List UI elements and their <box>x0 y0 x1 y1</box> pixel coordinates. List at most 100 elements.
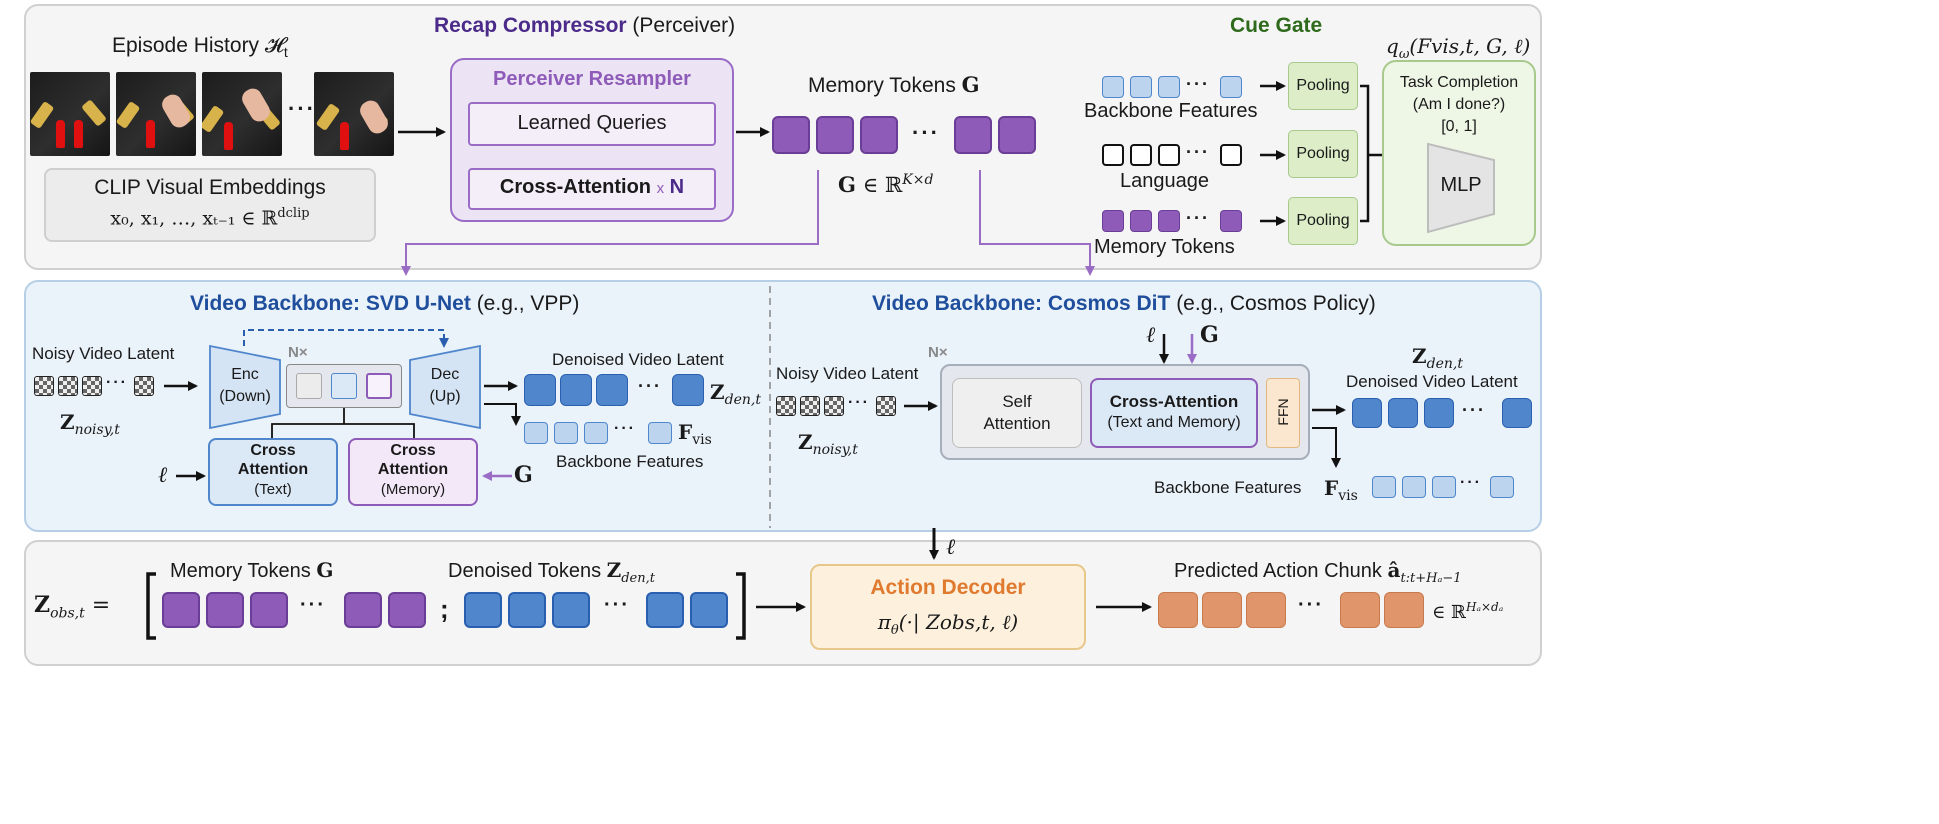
memory-tokens-title: Memory Tokens G <box>808 72 980 97</box>
language-token <box>1158 144 1180 166</box>
features-ellipsis: ··· <box>1460 474 1482 491</box>
language-input-unet: ℓ <box>158 463 168 488</box>
backbone-feature-token <box>554 422 578 444</box>
clip-embeddings-label: CLIP Visual Embeddings <box>94 176 326 199</box>
pooling-box-backbone <box>1288 62 1358 110</box>
dit-cross-line2: (Text and Memory) <box>1107 414 1241 431</box>
denoised-latent-token <box>1424 398 1454 428</box>
action-token <box>1340 592 1380 628</box>
noisy-latent-label: Noisy Video Latent <box>32 344 175 363</box>
memory-token-small <box>1102 210 1124 232</box>
pooling-label: Pooling <box>1296 212 1350 229</box>
right-bracket <box>736 572 746 640</box>
denoised-tokens-label: Denoised Tokens Zden,t <box>448 558 655 586</box>
history-frame-3 <box>202 72 282 156</box>
memory-ellipsis: ··· <box>912 120 940 145</box>
unet-block-gray <box>296 373 322 399</box>
denoised-latent-token <box>672 374 704 406</box>
noisy-latent-token <box>776 396 796 416</box>
noisy-latent-token <box>876 396 896 416</box>
features-ellipsis: ··· <box>614 420 636 437</box>
backbone-feature-token <box>1372 476 1396 498</box>
nx-label: N× <box>288 344 308 361</box>
memory-token <box>998 116 1036 154</box>
denoised-token <box>552 592 590 628</box>
mlp-label: MLP <box>1440 174 1482 196</box>
z-den-label-dit: Zden,t <box>1412 344 1463 372</box>
backbone-features-label: Backbone Features <box>1084 100 1258 122</box>
range-label: [0, 1] <box>1441 118 1477 135</box>
q-omega-formula: qω(Fvis,t, G, ℓ) <box>1386 34 1531 62</box>
memory-input-unet: G <box>514 462 533 488</box>
action-space-formula: ∈ ℝHₐ×dₐ <box>1432 600 1504 623</box>
memory-formula: G ∈ ℝK×d <box>838 172 934 197</box>
pooling-box-language <box>1288 130 1358 178</box>
mlp-shape <box>1427 142 1495 234</box>
denoised-latent-label-dit: Denoised Video Latent <box>1346 372 1518 391</box>
language-input-decoder: ℓ <box>946 535 956 560</box>
f-vis-label: Fvis <box>678 420 712 448</box>
predicted-action-label: Predicted Action Chunk ât:t+Hₐ−1 <box>1174 558 1462 586</box>
memory-small-ellipsis: ··· <box>1186 208 1210 228</box>
memory-token-small <box>1220 210 1242 232</box>
encoder-label: Enc <box>231 366 259 383</box>
cross-attention-memory-box <box>348 438 478 506</box>
nx-label-dit: N× <box>928 344 948 361</box>
noisy-ellipsis: ··· <box>106 374 128 391</box>
cross-mem-line3: (Memory) <box>380 481 446 498</box>
enc-dec-shapes <box>209 344 481 430</box>
language-token <box>1102 144 1124 166</box>
history-frame-2 <box>116 72 196 156</box>
denoised-bottom-ellipsis: ··· <box>604 594 630 616</box>
decoder-shape <box>409 344 481 430</box>
action-token <box>1246 592 1286 628</box>
backbone-features-ellipsis: ··· <box>1186 74 1210 94</box>
dit-cross-attention-box <box>1090 378 1258 448</box>
unet-bracket <box>271 423 415 438</box>
cue-gate-title: Cue Gate <box>1230 14 1323 37</box>
backbone-features-unet-label: Backbone Features <box>556 452 704 471</box>
ffn-box <box>1266 378 1300 448</box>
denoised-latent-label: Denoised Video Latent <box>552 350 724 369</box>
dit-title: Video Backbone: Cosmos DiT (e.g., Cosmos… <box>872 292 1376 315</box>
self-attention-line2: Attention <box>983 414 1051 433</box>
memory-token <box>772 116 810 154</box>
memory-token <box>250 592 288 628</box>
f-vis-label-dit: Fvis <box>1324 476 1358 504</box>
memory-to-unet-line <box>401 170 819 276</box>
decoder-sublabel: (Up) <box>429 388 461 405</box>
language-ellipsis: ··· <box>1186 142 1210 162</box>
noisy-latent-token <box>82 376 102 396</box>
denoised-latent-token <box>1352 398 1382 428</box>
action-decoder-box <box>810 564 1086 650</box>
memory-to-dit-line <box>979 170 1095 276</box>
episode-history-label: Episode History 𝓗t <box>112 34 288 61</box>
dit-cross-line1: Cross-Attention <box>1109 392 1239 411</box>
history-frame-1 <box>30 72 110 156</box>
cross-mem-line2: Attention <box>377 461 449 478</box>
cross-attention-label: Cross-Attention x N <box>499 176 685 198</box>
z-den-label: Zden,t <box>710 380 761 408</box>
noisy-ellipsis: ··· <box>848 394 870 411</box>
language-token <box>1220 144 1242 166</box>
decoder-label: Dec <box>430 366 460 383</box>
denoised-latent-token <box>1502 398 1532 428</box>
pooling-merge-line <box>1360 84 1370 223</box>
language-token <box>1130 144 1152 166</box>
backbone-features-dit-label: Backbone Features <box>1154 478 1302 497</box>
backbone-feature-token <box>1102 76 1124 98</box>
noisy-latent-label-dit: Noisy Video Latent <box>776 364 919 383</box>
am-i-done-label: (Am I done?) <box>1412 96 1506 113</box>
backbone-feature-token <box>584 422 608 444</box>
separator-semicolon: ; <box>440 594 449 624</box>
z-obs-label: Zobs,t = <box>34 592 111 622</box>
noisy-latent-token <box>58 376 78 396</box>
skip-connection <box>243 329 449 348</box>
unet-title: Video Backbone: SVD U-Net (e.g., VPP) <box>190 292 580 315</box>
ffn-label: FFN <box>1275 398 1291 426</box>
language-input-dit: ℓ <box>1146 323 1156 348</box>
clip-formula: x₀, x₁, …, xₜ₋₁ ∈ ℝdclip <box>110 206 310 230</box>
policy-formula: πθ(·| Zobs,t, ℓ) <box>877 610 1019 638</box>
memory-input-dit: G <box>1200 322 1219 348</box>
cross-attention-text-box <box>208 438 338 506</box>
